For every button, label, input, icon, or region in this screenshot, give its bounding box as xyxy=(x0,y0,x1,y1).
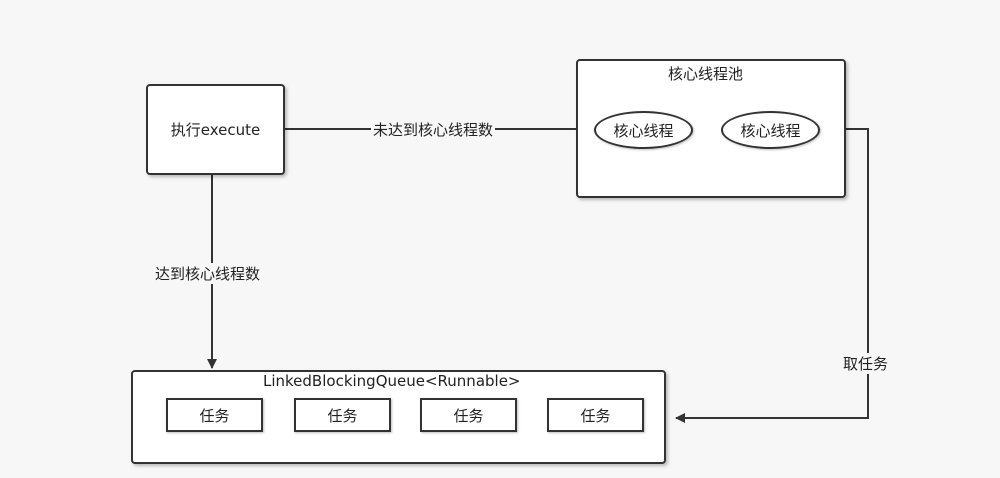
task-4: 任务 xyxy=(547,398,644,432)
core-thread-2: 核心线程 xyxy=(721,111,820,149)
execute-box: 执行execute xyxy=(146,84,285,175)
task-label: 任务 xyxy=(580,406,611,425)
task-label: 任务 xyxy=(453,406,484,425)
task-3: 任务 xyxy=(420,398,517,432)
edge-label-not-reached: 未达到核心线程数 xyxy=(371,119,496,140)
task-label: 任务 xyxy=(327,406,358,425)
task-label: 任务 xyxy=(199,406,230,425)
core-thread-1: 核心线程 xyxy=(594,111,693,149)
task-2: 任务 xyxy=(294,398,391,432)
edge-pool-to-queue xyxy=(675,128,869,423)
edge-label-take-task: 取任务 xyxy=(841,353,891,374)
edge-label-reached: 达到核心线程数 xyxy=(153,263,263,284)
queue-title: LinkedBlockingQueue<Runnable> xyxy=(263,372,521,390)
execute-label: 执行execute xyxy=(170,121,261,139)
task-1: 任务 xyxy=(166,398,263,432)
core-thread-label: 核心线程 xyxy=(613,121,674,140)
core-thread-pool-title: 核心线程池 xyxy=(668,65,744,83)
core-thread-label: 核心线程 xyxy=(740,121,801,140)
